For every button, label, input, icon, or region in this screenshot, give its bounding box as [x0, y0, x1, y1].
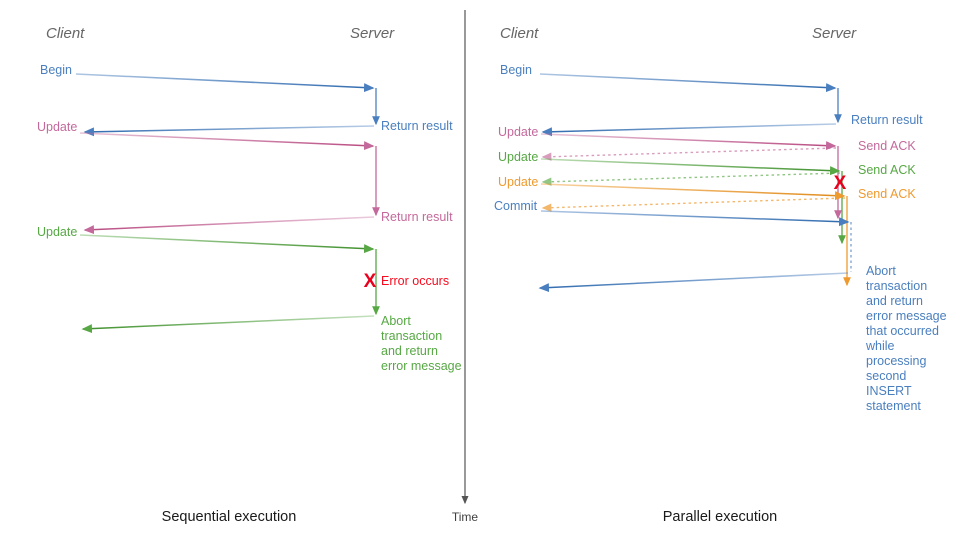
- message-begin-2: Begin: [500, 63, 837, 93]
- error-marker-sequential: X Error occurs: [364, 271, 449, 292]
- arrow-update-green-2: [540, 158, 841, 176]
- message-abort-green: [81, 315, 375, 334]
- message-abort-blue: [538, 272, 849, 293]
- arrow-update-orange: [540, 183, 846, 201]
- error-occurs-label: Error occurs: [381, 274, 449, 288]
- lane-header-client-2: Client: [500, 25, 539, 42]
- label-client-update-orange: Update: [498, 175, 538, 189]
- label-client-commit: Commit: [494, 199, 538, 213]
- caption-parallel: Parallel execution: [663, 509, 777, 525]
- label-send-ack-green: Send ACK: [858, 163, 916, 177]
- arrow-ack-orange: [541, 197, 846, 212]
- arrow-begin: [75, 73, 375, 93]
- arrow-return-result-pink: [83, 216, 375, 235]
- message-update-orange: Update Send ACK: [498, 175, 916, 287]
- arrow-update-pink-2: [540, 133, 837, 151]
- error-marker-parallel: X: [834, 173, 847, 194]
- abort2-line-6: while: [865, 339, 895, 353]
- message-begin: Begin: [40, 63, 375, 93]
- label-client-update-2: Update: [37, 225, 77, 239]
- abort2-line-1: Abort: [866, 264, 896, 278]
- abort2-line-9: INSERT: [866, 384, 912, 398]
- server-processing-blue: Return result: [83, 88, 453, 137]
- label-client-update-1: Update: [37, 120, 77, 134]
- abort2-line-8: second: [866, 369, 906, 383]
- label-client-begin: Begin: [40, 63, 72, 77]
- arrow-update-green: [79, 234, 375, 254]
- label-server-return-result-2: Return result: [381, 210, 453, 224]
- label-send-ack-orange: Send ACK: [858, 187, 916, 201]
- label-client-begin-2: Begin: [500, 63, 532, 77]
- message-update-pink-2: Update Send ACK: [498, 125, 916, 220]
- arrow-abort-blue: [538, 272, 849, 293]
- panel-sequential: Client Server Begin Return result Update: [37, 25, 462, 525]
- error-x-icon: X: [364, 271, 377, 292]
- message-update-pink: Update: [37, 120, 375, 151]
- arrow-begin-2: [539, 73, 837, 93]
- abort-block-sequential: Abort transaction and return error messa…: [381, 314, 462, 373]
- abort2-line-5: that occurred: [866, 324, 939, 338]
- lane-header-client: Client: [46, 25, 85, 42]
- message-update-green: Update: [37, 225, 375, 254]
- arrow-return-result-blue-2: [541, 123, 837, 137]
- time-axis-label: Time: [452, 510, 479, 524]
- message-commit: Commit: [494, 199, 852, 272]
- abort2-line-2: transaction: [866, 279, 927, 293]
- label-server-return-result-3: Return result: [851, 113, 923, 127]
- label-client-update-green-2: Update: [498, 150, 538, 164]
- time-axis: Time: [452, 10, 479, 524]
- lane-header-server: Server: [350, 25, 395, 42]
- label-server-return-result-1: Return result: [381, 119, 453, 133]
- abort-block-parallel: Abort transaction and return error messa…: [865, 264, 947, 413]
- arrow-ack-green: [541, 172, 841, 186]
- lane-header-server-2: Server: [812, 25, 857, 42]
- abort2-line-4: error message: [866, 309, 947, 323]
- label-send-ack-pink: Send ACK: [858, 139, 916, 153]
- abort-line-4: error message: [381, 359, 462, 373]
- abort2-line-7: processing: [866, 354, 926, 368]
- abort2-line-3: and return: [866, 294, 923, 308]
- arrow-return-result-blue: [83, 125, 375, 137]
- arrow-update-pink: [79, 132, 375, 151]
- server-processing-pink: Return result: [83, 146, 453, 235]
- arrow-abort-green: [81, 315, 375, 334]
- caption-sequential: Sequential execution: [162, 509, 297, 525]
- arrow-commit: [540, 210, 850, 227]
- server-processing-blue-2: Return result: [541, 88, 923, 137]
- message-update-green-2: Update Send ACK: [498, 150, 916, 245]
- abort-line-1: Abort: [381, 314, 411, 328]
- abort-line-3: and return: [381, 344, 438, 358]
- arrow-ack-pink: [541, 147, 837, 161]
- panel-parallel: Client Server Begin Return result Update…: [494, 25, 947, 525]
- abort2-line-10: statement: [866, 399, 921, 413]
- error-x-icon-2: X: [834, 173, 847, 194]
- label-client-update-pink-2: Update: [498, 125, 538, 139]
- abort-line-2: transaction: [381, 329, 442, 343]
